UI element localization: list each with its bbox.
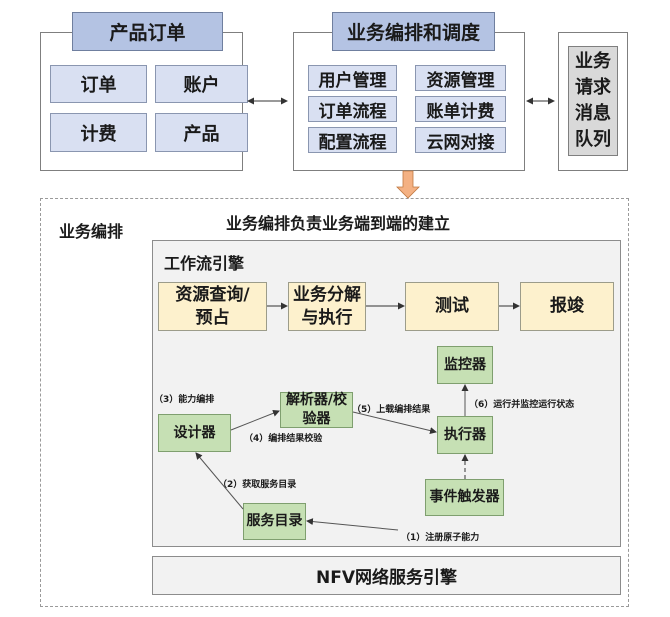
nfv-network-service-engine: NFV网络服务引擎 [152,556,621,595]
message-queue-line: 队列 [575,129,611,150]
edge-label-register-capability: （1）注册原子能力 [401,533,480,543]
config-process-cell: 配置流程 [308,127,397,153]
edge-label-upload-result: （5）上载编排结果 [352,405,431,415]
step-decompose-execute: 业务分解 与执行 [288,282,366,331]
message-queue-line: 消息 [575,103,611,124]
user-management-cell: 用户管理 [308,65,397,91]
designer-box: 设计器 [158,414,231,452]
edge-label-capability-orchestration: （3）能力编排 [154,395,215,405]
orange-down-arrow [396,170,420,199]
step-test: 测试 [405,282,499,331]
edge-label-get-catalog: （2）获取服务目录 [218,480,297,490]
order-cell: 订单 [50,65,147,103]
step-line: 资源查询/ [175,284,250,305]
workflow-engine-title: 工作流引擎 [164,254,245,273]
cloud-network-docking-cell: 云网对接 [415,127,506,153]
service-catalog-box: 服务目录 [243,503,306,540]
product-order-title: 产品订单 [72,12,223,51]
business-orchestration-region [40,198,629,607]
business-orchestration-heading: 业务编排负责业务端到端的建立 [226,214,451,233]
executor-box: 执行器 [437,416,493,454]
edge-label-result-validation: （4）编排结果校验 [244,434,323,444]
account-cell: 账户 [155,65,248,103]
step-line: 业务分解 [293,284,361,305]
event-trigger-box: 事件触发器 [425,479,504,516]
resource-management-cell: 资源管理 [415,65,506,91]
product-cell: 产品 [155,113,248,152]
billing-cell: 计费 [50,113,147,152]
monitor-box: 监控器 [437,346,493,384]
message-queue-line: 业务 [575,51,611,72]
parser-validator-line: 解析器/校 [285,392,348,408]
parser-validator-line: 验器 [302,411,331,427]
business-orchestration-label: 业务编排 [59,222,124,241]
step-line: 与执行 [301,307,353,328]
orchestration-scheduling-title: 业务编排和调度 [332,12,495,51]
edge-label-run-monitor: （6）运行并监控运行状态 [469,400,575,410]
step-resource-query: 资源查询/ 预占 [158,282,267,331]
step-completion-report: 报竣 [520,282,614,331]
message-queue-box: 业务 请求 消息 队列 [568,46,618,156]
bill-charging-cell: 账单计费 [415,96,506,122]
message-queue-line: 请求 [575,77,611,98]
order-process-cell: 订单流程 [308,96,397,122]
step-line: 预占 [195,307,230,328]
parser-validator-box: 解析器/校 验器 [280,392,353,428]
